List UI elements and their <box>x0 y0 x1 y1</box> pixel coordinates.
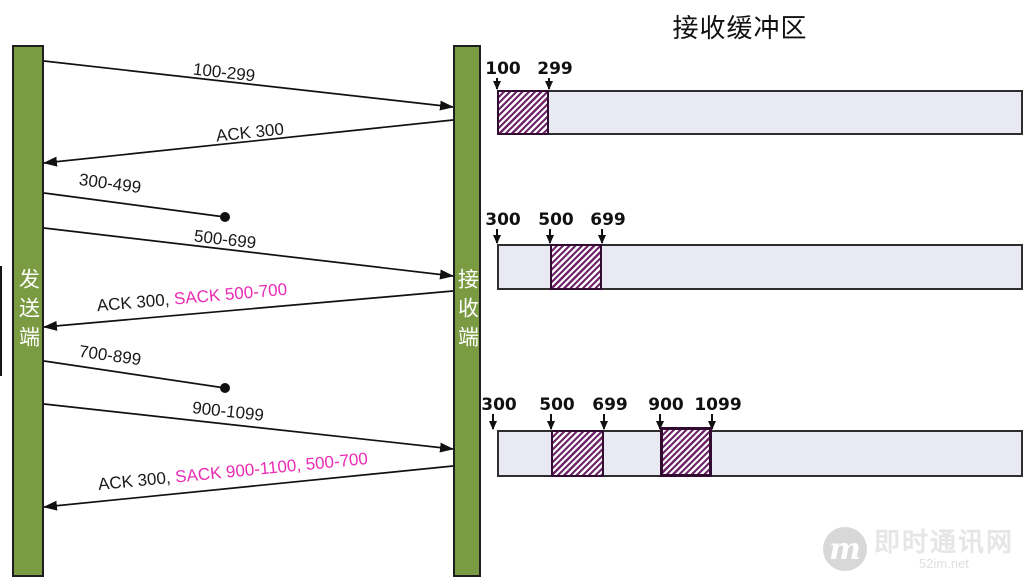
buffer-mark-label: 300 <box>481 395 517 415</box>
message-line <box>43 403 454 453</box>
lost-packet-dot <box>220 383 230 393</box>
receiver-lifeline: 接收端 <box>453 45 481 577</box>
message-line <box>43 360 226 389</box>
watermark-site-url: 52im.net <box>919 555 969 571</box>
buffer-mark-label: 299 <box>537 59 573 79</box>
message-line <box>43 465 454 511</box>
lost-packet-dot <box>220 212 230 222</box>
buffer-mark-label: 100 <box>485 59 521 79</box>
message-line <box>43 119 454 167</box>
buffer-mark-label: 500 <box>538 210 574 230</box>
buffer-mark-label: 500 <box>539 395 575 415</box>
watermark-site-name: 即时通讯网 <box>873 527 1014 558</box>
message-line <box>43 290 454 331</box>
buffer-received-segment <box>550 244 602 290</box>
receive-buffer-title: 接收缓冲区 <box>672 14 808 44</box>
watermark: m 即时通讯网 52im.net <box>822 527 1014 571</box>
buffer-mark-label: 900 <box>648 395 684 415</box>
buffer-received-segment <box>497 90 549 135</box>
watermark-logo-icon: m <box>822 527 867 571</box>
buffer-mark-label: 699 <box>590 210 626 230</box>
buffer-received-segment <box>551 430 604 477</box>
buffer-mark-label: 699 <box>592 395 628 415</box>
buffer-bar <box>497 90 1023 135</box>
buffer-mark-label: 1099 <box>694 395 742 415</box>
sender-label: 发送端 <box>16 267 41 355</box>
sender-lifeline: 发送端 <box>12 45 44 577</box>
buffer-mark-label: 300 <box>485 210 521 230</box>
message-line <box>43 192 226 218</box>
message-line <box>43 227 454 280</box>
buffer-received-segment <box>660 427 712 477</box>
stray-edge-line <box>0 266 2 376</box>
receiver-label: 接收端 <box>455 267 480 355</box>
message-line <box>43 60 454 111</box>
